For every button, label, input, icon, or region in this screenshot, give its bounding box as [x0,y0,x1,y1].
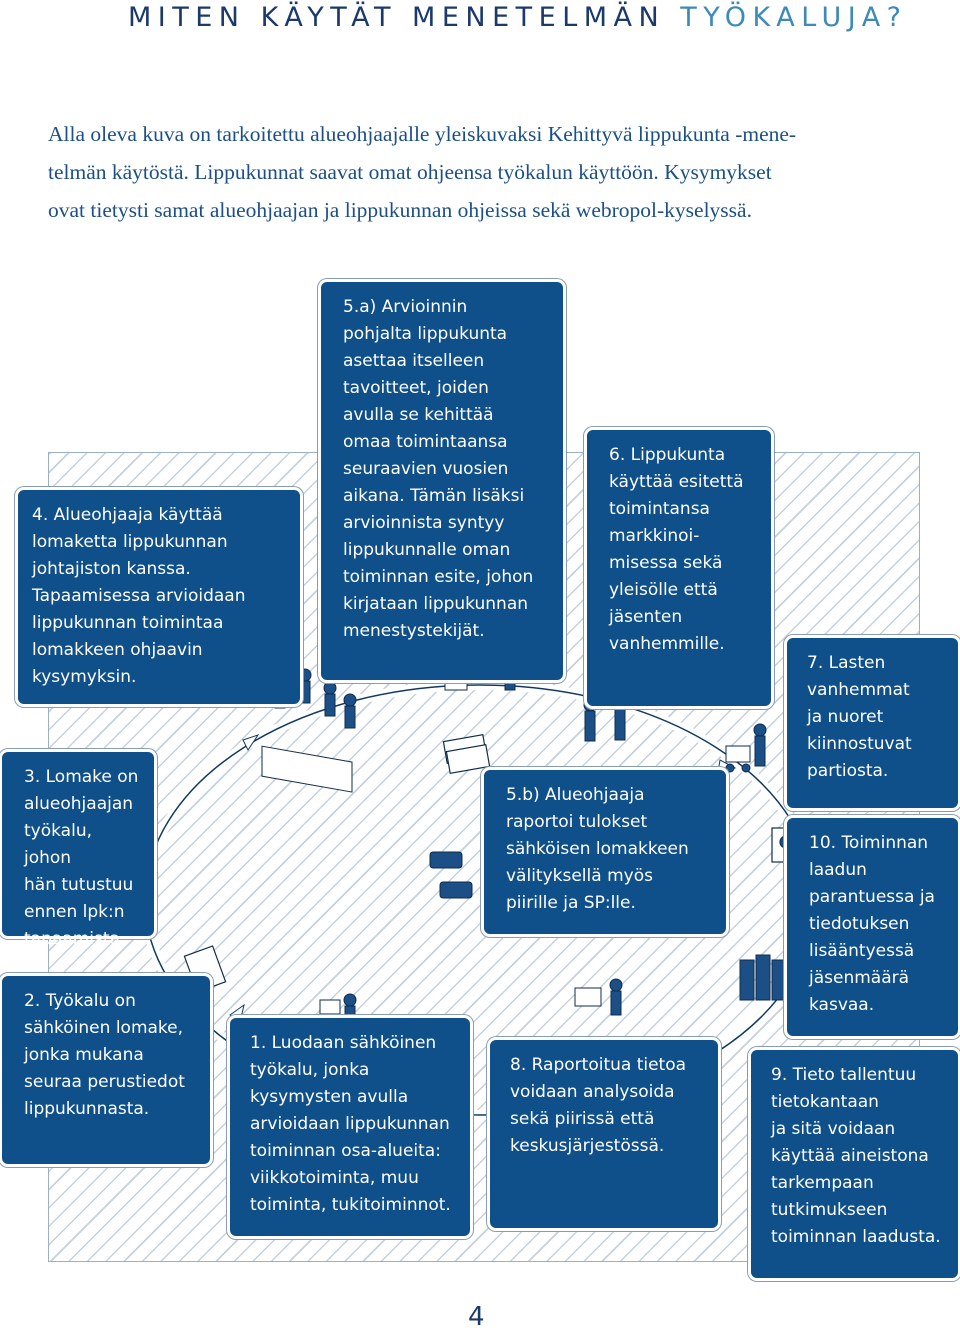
computer-user-illustration [319,993,357,1029]
step-7-text: 7. Lasten vanhemmat ja nuoret kiinnostuv… [807,653,912,781]
step-7-box: 7. Lasten vanhemmat ja nuoret kiinnostuv… [787,638,958,808]
intro-line: telmän käytöstä. Lippukunnat saavat omat… [48,160,772,184]
step-4-box: 4. Alueohjaaja käyttää lomaketta lippuku… [18,490,300,704]
step-2-text: 2. Työkalu on sähköinen lomake, jonka mu… [24,991,185,1119]
step-5b-box: 5.b) Alueohjaaja raportoi tulokset sähkö… [484,770,726,934]
telephone-icon [429,851,473,899]
step-8-text: 8. Raportoitua tietoa voidaan analysoida… [510,1055,687,1156]
step-3-text: 3. Lomake on alueohjaajan työkalu, johon… [24,767,139,949]
page-title: MITEN KÄYTÄT MENETELMÄN TYÖKALUJA? [128,2,908,33]
title-main: MITEN KÄYTÄT MENETELMÄN [128,2,681,33]
analyst-illustration [574,978,623,1016]
newspaper-illustration [442,733,491,775]
step-9-text: 9. Tieto tallentuu tietokantaan ja sitä … [771,1065,941,1247]
step-8-box: 8. Raportoitua tietoa voidaan analysoida… [490,1040,718,1228]
step-3-box: 3. Lomake on alueohjaajan työkalu, johon… [2,752,154,949]
step-1-box: 1. Luodaan sähköinen työkalu, jonka kysy… [230,1018,470,1236]
step-4-text: 4. Alueohjaaja käyttää lomaketta lippuku… [32,505,246,687]
step-10-text: 10. Toiminnan laadun parantuessa ja tied… [809,833,935,1015]
step-9-box: 9. Tieto tallentuu tietokantaan ja sitä … [751,1050,958,1278]
intro-line: ovat tietysti samat alueohjaajan ja lipp… [48,198,752,222]
step-6-box: 6. Lippukunta käyttää esitettä toimintan… [587,430,771,706]
intro-paragraph: Alla oleva kuva on tarkoitettu alueohjaa… [48,115,928,229]
step-5a-box: 5.a) Arvioinnin pohjalta lippukunta aset… [321,282,563,680]
step-1-text: 1. Luodaan sähköinen työkalu, jonka kysy… [250,1033,451,1215]
step-10-box: 10. Toiminnan laadun parantuessa ja tied… [787,818,958,1036]
step-2-box: 2. Työkalu on sähköinen lomake, jonka mu… [2,976,210,1164]
database-server-icon [739,954,787,1001]
stroller-illustration [725,723,767,773]
page-number: 4 [468,1302,485,1332]
step-5a-text: 5.a) Arvioinnin pohjalta lippukunta aset… [343,297,534,641]
step-6-text: 6. Lippukunta käyttää esitettä toimintan… [609,445,744,654]
intro-line: Alla oleva kuva on tarkoitettu alueohjaa… [48,122,797,146]
step-5b-text: 5.b) Alueohjaaja raportoi tulokset sähkö… [506,785,689,913]
title-accent: TYÖKALUJA? [680,2,908,33]
